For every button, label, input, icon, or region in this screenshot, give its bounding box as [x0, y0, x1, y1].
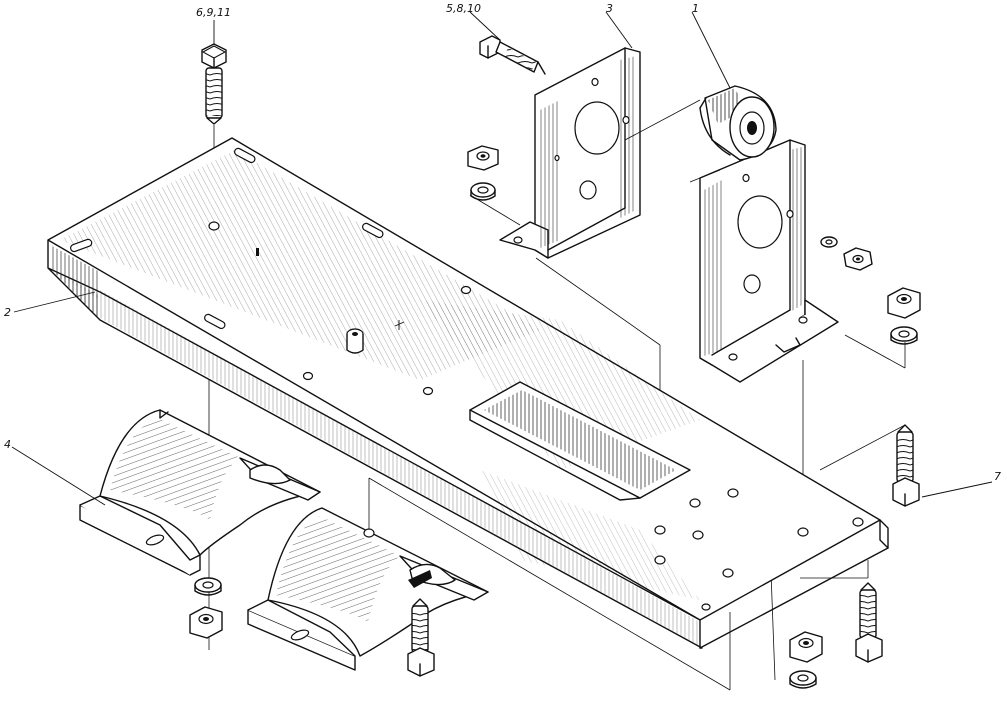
bracket-front [624, 99, 839, 383]
callout-2: 2 [4, 306, 11, 319]
bolt-right-7 [892, 424, 920, 507]
base-plate [47, 137, 889, 649]
clamp-left [79, 409, 321, 576]
callout-6-9-11: 6,9,11 [196, 6, 231, 19]
clamp-right [247, 507, 489, 671]
nut-washer-right [820, 236, 873, 271]
callout-7: 7 [994, 470, 1001, 483]
bolt-bottom-center [407, 598, 435, 677]
callout-1: 1 [692, 2, 699, 15]
nut-washer-bottom [789, 631, 823, 689]
leader-lines [11, 11, 993, 506]
bracket-3 [499, 47, 641, 259]
callout-4: 4 [4, 438, 11, 451]
callout-labels: 1 2 3 4 7 5,8,10 6,9,11 [4, 2, 1001, 483]
bolt-bottom-right [855, 582, 883, 663]
nut-washer-bottom-left [189, 577, 223, 639]
callout-5-8-10: 5,8,10 [446, 2, 481, 15]
roller-knob [699, 85, 777, 161]
nut-washer-upper-left [467, 145, 499, 201]
screw-top [479, 35, 546, 75]
callout-3: 3 [606, 2, 613, 15]
bolt-top-left [201, 43, 227, 125]
nut-washer-far-right [887, 287, 921, 345]
